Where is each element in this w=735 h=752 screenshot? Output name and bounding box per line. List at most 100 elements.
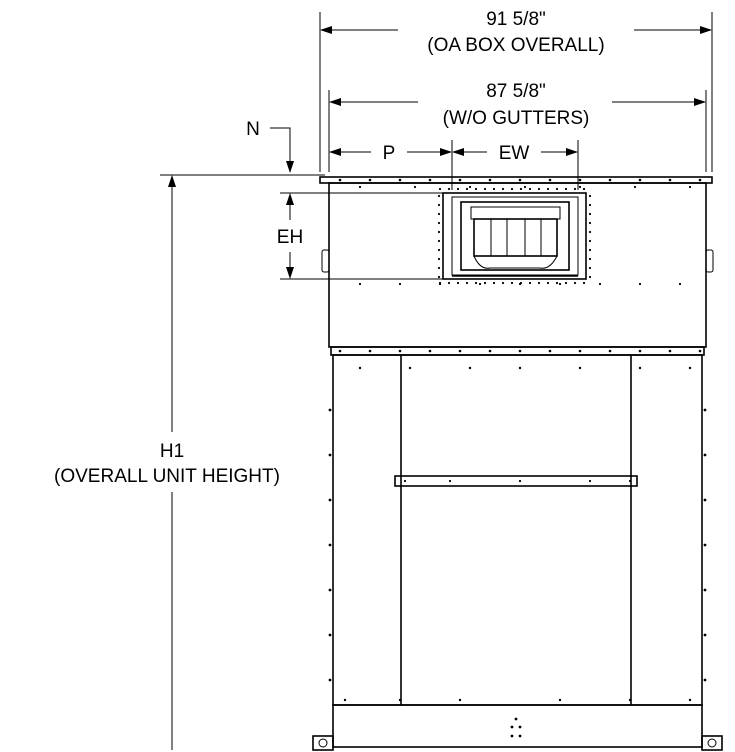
fan-motor (470, 206, 561, 220)
fastener-dot (638, 366, 642, 370)
fastener-dot (413, 185, 417, 189)
fastener-dot (437, 275, 441, 279)
fastener-dot (408, 366, 412, 370)
fan-opening-frame (442, 192, 587, 280)
gutter-right (705, 249, 714, 273)
fastener-dot (474, 187, 478, 191)
fastener-dot (428, 349, 432, 353)
lower-cabinet (332, 354, 703, 706)
fastener-dot (492, 281, 496, 285)
ew-label: EW (499, 143, 530, 164)
fastener-dot (628, 479, 632, 483)
without-gutters-label: (W/O GUTTERS) (443, 108, 590, 129)
oa-box-overall-label: (OA BOX OVERALL) (427, 35, 604, 56)
fastener-dot (588, 479, 592, 483)
fastener-dot (518, 178, 522, 182)
fastener-dot (343, 698, 347, 702)
unit-body (312, 176, 723, 751)
fastener-dot (638, 349, 642, 353)
fastener-dot (438, 282, 442, 286)
fastener-dot (588, 221, 592, 225)
fastener-dot (698, 178, 702, 182)
fastener-dot (638, 282, 642, 286)
fastener-dot (688, 366, 692, 370)
fastener-dot (528, 187, 532, 191)
fastener-dot (519, 187, 523, 191)
h1-note: (OVERALL UNIT HEIGHT) (54, 466, 280, 487)
fastener-dot (483, 281, 487, 285)
fastener-dot (447, 281, 451, 285)
fastener-dot (358, 282, 362, 286)
fastener-dot (510, 734, 514, 738)
fastener-dot (437, 230, 441, 234)
fastener-dot (588, 230, 592, 234)
fastener-dot (555, 187, 559, 191)
exhaust-fan-assembly (442, 192, 587, 280)
seam-band (330, 346, 705, 356)
dimension-without-gutters: 87 5/8" (W/O GUTTERS) (328, 81, 707, 172)
fastener-dot (633, 185, 637, 189)
fastener-dot (514, 717, 518, 721)
fastener-dot (447, 187, 451, 191)
fastener-dot (358, 185, 362, 189)
mounting-lug-left (312, 735, 334, 751)
fastener-dot (488, 349, 492, 353)
fastener-dot (588, 257, 592, 261)
fastener-dot (537, 187, 541, 191)
fastener-dot (437, 257, 441, 261)
dimension-p-ew: P EW (329, 140, 579, 190)
fastener-dot (510, 281, 514, 285)
fastener-dot (528, 281, 532, 285)
fastener-dot (358, 366, 362, 370)
fastener-dot (428, 178, 432, 182)
without-gutters-value: 87 5/8" (486, 81, 546, 102)
fastener-dot (518, 479, 522, 483)
mounting-hole-left (318, 738, 328, 748)
dimension-h1: H1 (OVERALL UNIT HEIGHT) (54, 174, 325, 750)
fastener-dot (578, 178, 582, 182)
fastener-dot (588, 203, 592, 207)
fastener-dot (328, 588, 332, 592)
fastener-dot (338, 178, 342, 182)
fastener-dot (588, 266, 592, 270)
fastener-dot (510, 725, 514, 729)
fastener-dot (564, 281, 568, 285)
fastener-dot (582, 281, 586, 285)
n-leader (270, 127, 294, 173)
fastener-dot (518, 366, 522, 370)
fastener-dot (518, 725, 522, 729)
fastener-dot (588, 212, 592, 216)
fastener-dot (465, 281, 469, 285)
fastener-dot (501, 281, 505, 285)
fan-housing (460, 201, 570, 271)
fan-wheel (473, 218, 558, 257)
fastener-dot (437, 212, 441, 216)
fastener-dot (338, 349, 342, 353)
fastener-dot (573, 187, 577, 191)
fastener-dot (478, 282, 482, 286)
fastener-dot (437, 194, 441, 198)
fastener-dot (437, 248, 441, 252)
fastener-dot (465, 187, 469, 191)
fastener-dot (608, 178, 612, 182)
fastener-dot (328, 498, 332, 502)
fastener-dot (437, 203, 441, 207)
fan-opening-inner (451, 196, 579, 276)
fastener-dot (492, 187, 496, 191)
fastener-dot (548, 178, 552, 182)
fastener-dot (555, 281, 559, 285)
fastener-dot (537, 281, 541, 285)
fastener-dot (703, 408, 707, 412)
fastener-dot (678, 282, 682, 286)
fastener-dot (328, 453, 332, 457)
fastener-dot (546, 281, 550, 285)
fastener-dot (588, 239, 592, 243)
fastener-dot (398, 349, 402, 353)
oa-box (328, 182, 707, 348)
fastener-dot (403, 479, 407, 483)
fastener-dot (458, 698, 462, 702)
fastener-dot (468, 185, 472, 189)
fastener-dot (483, 187, 487, 191)
fastener-dot (398, 698, 402, 702)
fastener-dot (448, 479, 452, 483)
